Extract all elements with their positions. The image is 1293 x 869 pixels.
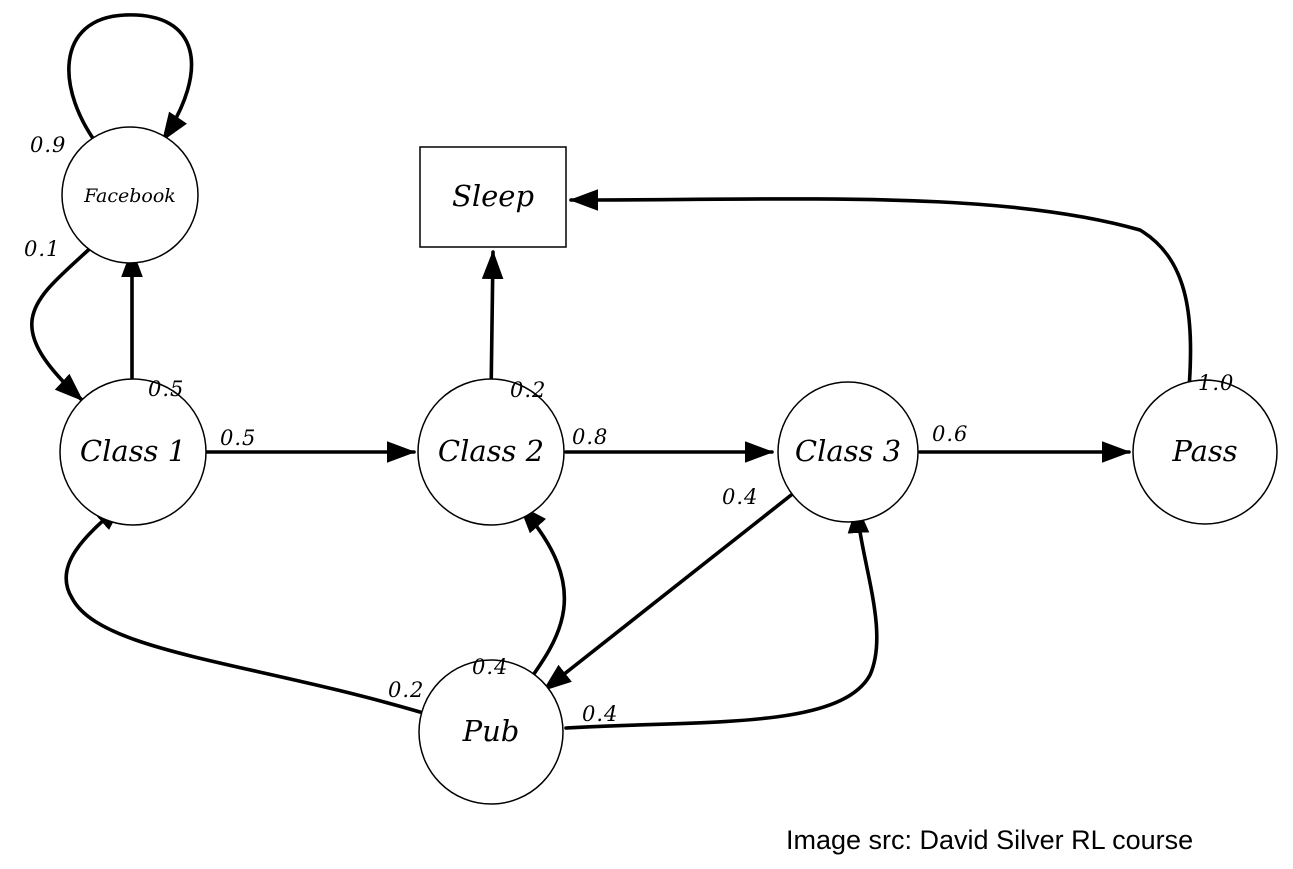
edge-class3-to-pub [542,490,797,692]
edge-pub-to-class2 [518,504,567,690]
class2-label: Class 2 [438,434,544,468]
prob-class3-pub: 0.4 [722,485,758,509]
prob-class2-sleep: 0.2 [510,378,546,402]
sleep-node [419,146,567,248]
class2-node [417,378,565,526]
prob-class3-pass: 0.6 [932,422,968,446]
class1-label: Class 1 [80,434,186,468]
edge-facebook-to-class1 [30,240,99,402]
prob-class1-class2: 0.5 [220,426,256,450]
edge-pub-to-class3 [564,504,879,730]
class1-node [59,378,207,526]
pass-node [1132,379,1278,525]
edge-facebook-self-loop [67,13,194,150]
prob-pass-sleep: 1.0 [1198,371,1234,395]
pub-label: Pub [462,714,520,748]
prob-facebook-class1: 0.1 [24,237,60,261]
prob-pub-class3: 0.4 [582,702,618,726]
pass-label: Pass [1171,434,1237,468]
prob-pub-class2: 0.4 [472,655,508,679]
pub-node [418,659,564,805]
edge-pub-to-class1 [64,502,422,714]
prob-pub-class1: 0.2 [388,678,424,702]
class3-node [777,381,919,523]
sleep-label: Sleep [452,179,534,213]
facebook-label: Facebook [83,185,176,207]
prob-facebook-self: 0.9 [30,133,66,157]
class3-label: Class 3 [795,434,901,468]
edge-class2-to-sleep [481,250,504,400]
image-source-caption: Image src: David Silver RL course [786,825,1194,855]
prob-class1-facebook: 0.5 [148,377,184,401]
prob-class2-class3: 0.8 [572,425,608,449]
facebook-node [61,126,199,264]
edge-pass-to-sleep [569,189,1193,404]
